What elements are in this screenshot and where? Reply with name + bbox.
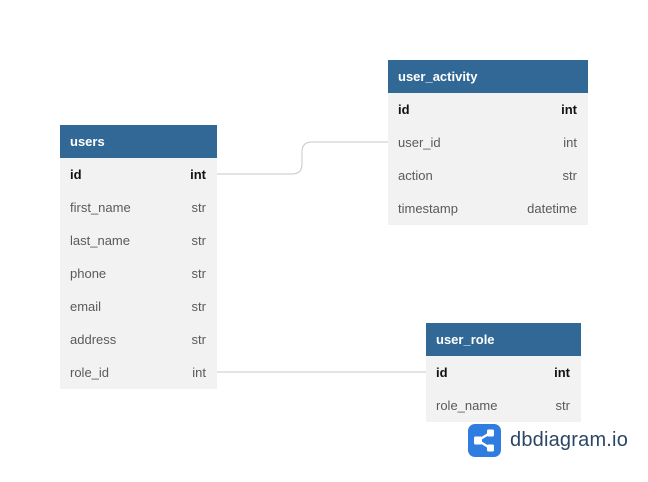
field-name: role_id <box>70 365 110 380</box>
dbdiagram-logo[interactable]: dbdiagram.io <box>468 424 628 457</box>
field-type: int <box>192 365 206 380</box>
field-row-id[interactable]: id int <box>426 356 581 389</box>
field-type: int <box>561 102 577 117</box>
field-name: address <box>70 332 117 347</box>
field-type: str <box>191 332 206 347</box>
relation-users-id-to-user-activity-user-id <box>217 141 388 175</box>
field-name: id <box>398 102 410 117</box>
table-user-activity[interactable]: user_activity id int user_id int action … <box>388 60 588 225</box>
field-name: last_name <box>70 233 130 248</box>
field-row-role-name[interactable]: role_name str <box>426 389 581 422</box>
field-row-last-name[interactable]: last_name str <box>60 224 217 257</box>
field-type: str <box>555 398 570 413</box>
field-type: int <box>563 135 577 150</box>
field-type: str <box>562 168 577 183</box>
field-type: str <box>191 200 206 215</box>
field-type: str <box>191 299 206 314</box>
field-type: str <box>191 266 206 281</box>
field-row-user-id[interactable]: user_id int <box>388 126 588 159</box>
field-type: str <box>191 233 206 248</box>
table-users[interactable]: users id int first_name str last_name st… <box>60 125 217 389</box>
field-row-id[interactable]: id int <box>60 158 217 191</box>
field-row-address[interactable]: address str <box>60 323 217 356</box>
field-type: datetime <box>527 201 577 216</box>
field-row-email[interactable]: email str <box>60 290 217 323</box>
share-nodes-icon <box>468 424 501 457</box>
table-header-user-activity[interactable]: user_activity <box>388 60 588 93</box>
table-user-role[interactable]: user_role id int role_name str <box>426 323 581 422</box>
field-row-id[interactable]: id int <box>388 93 588 126</box>
field-name: email <box>70 299 102 314</box>
field-name: phone <box>70 266 107 281</box>
brand-name: dbdiagram.io <box>510 429 629 451</box>
field-row-phone[interactable]: phone str <box>60 257 217 290</box>
field-row-role-id[interactable]: role_id int <box>60 356 217 389</box>
field-row-action[interactable]: action str <box>388 159 588 192</box>
field-name: id <box>70 167 82 182</box>
field-name: timestamp <box>398 201 458 216</box>
field-row-timestamp[interactable]: timestamp datetime <box>388 192 588 225</box>
field-name: role_name <box>436 398 498 413</box>
field-name: user_id <box>398 135 441 150</box>
field-type: int <box>554 365 570 380</box>
field-row-first-name[interactable]: first_name str <box>60 191 217 224</box>
field-name: id <box>436 365 448 380</box>
field-name: action <box>398 168 433 183</box>
field-name: first_name <box>70 200 131 215</box>
table-header-users[interactable]: users <box>60 125 217 158</box>
table-header-user-role[interactable]: user_role <box>426 323 581 356</box>
field-type: int <box>190 167 206 182</box>
